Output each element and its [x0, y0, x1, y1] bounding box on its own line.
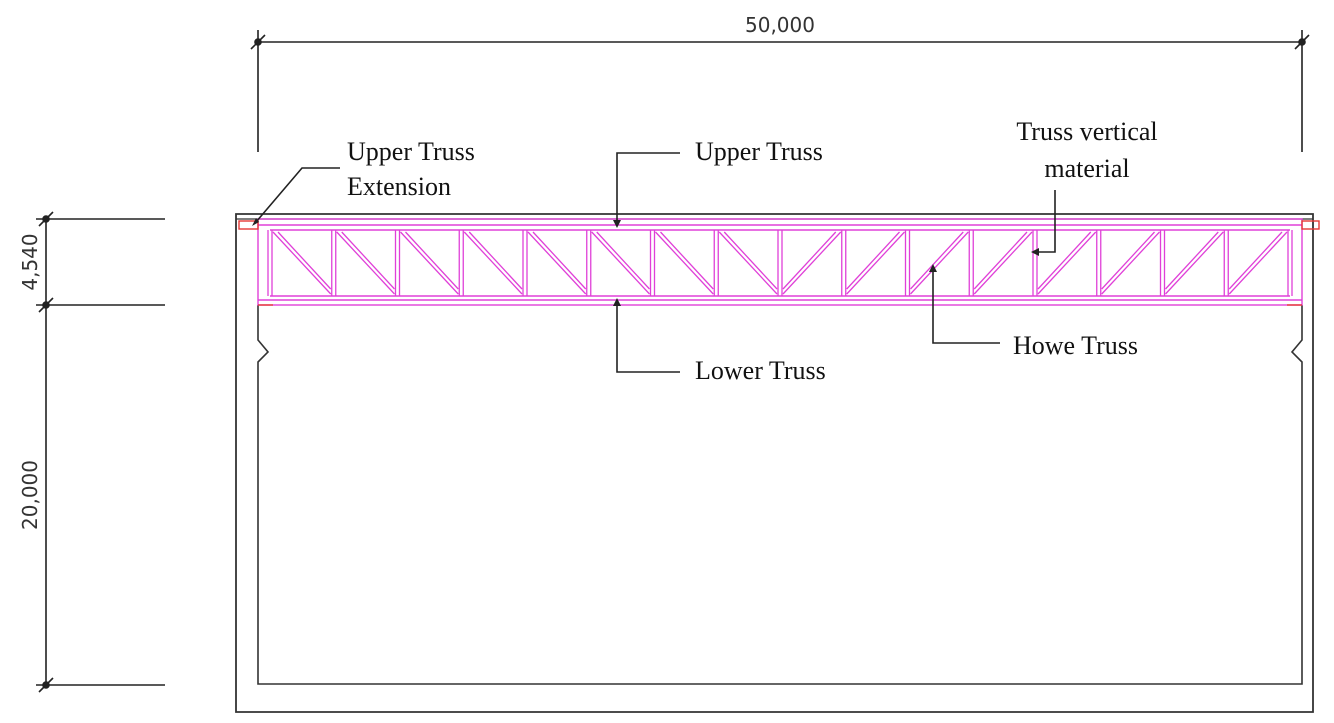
- leader-howe-truss: [932, 268, 1000, 344]
- truss-diagonal-member: [1037, 231, 1092, 290]
- arrow-upper-truss: [613, 220, 621, 228]
- truss-diagonal-member: [1101, 231, 1155, 290]
- truss-diagonal-member: [468, 231, 523, 290]
- label-upper-truss-extension-line2: Extension: [347, 172, 451, 201]
- span-dimension-text: 50,000: [745, 13, 815, 37]
- truss-diagonal-member: [723, 231, 778, 290]
- truss-diagonal-member: [591, 231, 650, 295]
- truss-diagonal-member: [655, 231, 714, 295]
- truss-diagonal-member: [277, 231, 332, 290]
- truss-diagonal-member: [1228, 231, 1288, 295]
- height-dimensions: [36, 211, 165, 693]
- truss-diagonal-member: [846, 231, 900, 290]
- label-lower-truss: Lower Truss: [695, 356, 826, 385]
- truss-diagonal-member: [405, 231, 459, 290]
- truss-diagonal-member: [532, 231, 587, 290]
- leader-upper-truss: [616, 152, 680, 224]
- wall-height-dimension-text: 20,000: [18, 460, 42, 530]
- howe-truss-group: [257, 218, 1303, 306]
- truss-diagonal-member: [1228, 231, 1283, 290]
- truss-diagonal-member: [910, 231, 969, 295]
- truss-diagonal-member: [1165, 231, 1224, 295]
- building-outer-outline: [235, 213, 1314, 713]
- truss-diagonal-member: [973, 231, 1033, 295]
- upper-truss-extension-left: [238, 220, 259, 230]
- leader-upper-truss-extension: [255, 167, 340, 223]
- label-truss-vertical-line1: Truss vertical: [1016, 117, 1157, 146]
- arrow-howe-truss: [929, 264, 937, 272]
- arrow-upper-truss-extension: [252, 218, 259, 226]
- truss-outline: [257, 218, 1303, 306]
- label-truss-vertical-line2: material: [1044, 154, 1129, 183]
- leader-truss-vertical: [1035, 190, 1056, 253]
- truss-diagonal-member: [527, 231, 587, 295]
- truss-diagonal-member: [718, 231, 778, 295]
- leader-lower-truss: [616, 302, 680, 373]
- truss-diagonal-member: [1037, 231, 1097, 295]
- leader-arrows: [252, 218, 1039, 306]
- truss-depth-dimension-text: 4,540: [18, 233, 42, 290]
- truss-diagonal-member: [272, 231, 332, 295]
- truss-diagonal-member: [463, 231, 523, 295]
- leader-lines: [255, 152, 1056, 373]
- arrow-truss-vertical: [1031, 248, 1039, 256]
- label-upper-truss: Upper Truss: [695, 137, 823, 166]
- truss-diagonal-member: [782, 231, 842, 295]
- span-dimension: [250, 30, 1310, 152]
- truss-diagonal-member: [336, 231, 395, 295]
- label-howe-truss: Howe Truss: [1013, 331, 1138, 360]
- truss-diagonal-member: [596, 231, 650, 290]
- truss-diagonal-member: [782, 231, 837, 290]
- truss-diagonal-member: [1101, 231, 1160, 295]
- truss-diagonal-member: [660, 231, 714, 290]
- truss-diagonal-member: [400, 231, 459, 295]
- arrow-lower-truss: [613, 298, 621, 306]
- truss-diagonal-member: [846, 231, 905, 295]
- label-upper-truss-extension-line1: Upper Truss: [347, 137, 475, 166]
- truss-diagonal-member: [1165, 231, 1219, 290]
- truss-diagonal-member: [341, 231, 395, 290]
- truss-diagonal-member: [973, 231, 1028, 290]
- building-inner-outline: [257, 305, 1303, 685]
- upper-truss-extension-right: [1301, 220, 1320, 230]
- truss-diagonal-member: [910, 231, 964, 290]
